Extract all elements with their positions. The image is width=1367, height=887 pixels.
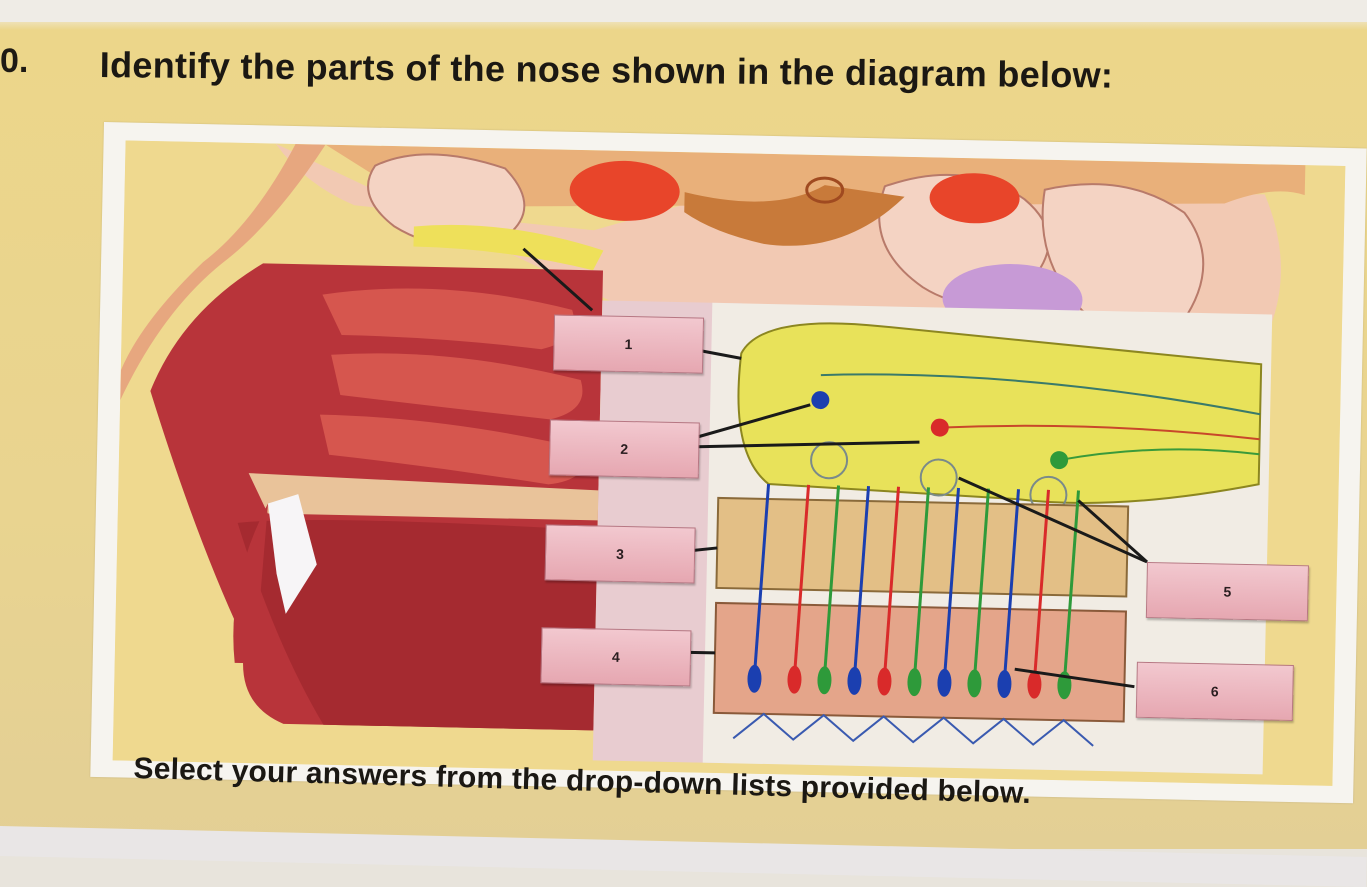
worksheet-page: 0. Identify the parts of the nose shown … [0, 0, 1367, 849]
label-box-1[interactable]: 1 [552, 314, 705, 374]
label-box-5[interactable]: 5 [1145, 561, 1309, 622]
diagram-frame: 1 2 3 4 5 6 [90, 122, 1367, 804]
bottom-strip [0, 826, 1367, 887]
question-number: 0. [0, 42, 29, 80]
label-box-3[interactable]: 3 [544, 524, 696, 584]
label-box-4[interactable]: 4 [540, 627, 692, 687]
label-box-6[interactable]: 6 [1135, 661, 1294, 722]
top-strip [0, 0, 1367, 22]
nose-anatomy-illustration [112, 140, 1346, 786]
question-title: Identify the parts of the nose shown in … [99, 44, 1114, 96]
nose-diagram: 1 2 3 4 5 6 [112, 140, 1346, 786]
label-box-2[interactable]: 2 [548, 419, 700, 479]
